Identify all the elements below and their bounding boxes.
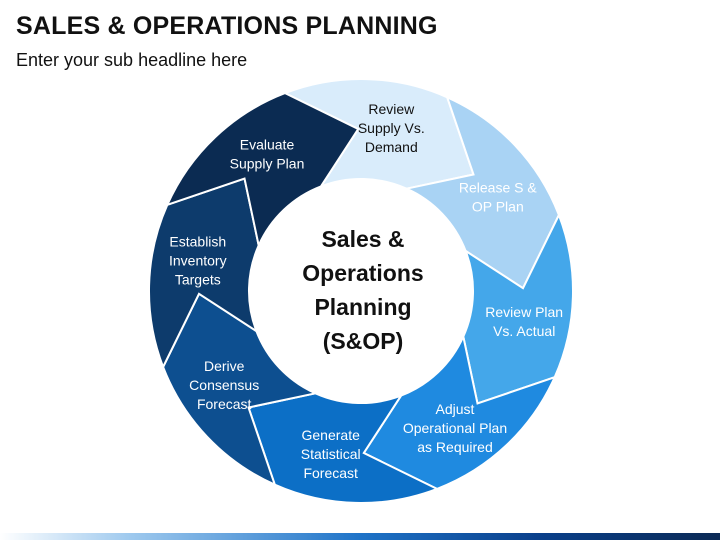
slide-title: SALES & OPERATIONS PLANNING — [16, 12, 438, 40]
cycle-step-8 — [165, 92, 360, 249]
bottom-accent-bar — [0, 533, 720, 540]
slide-subtitle: Enter your sub headline here — [16, 50, 248, 70]
cycle-segments — [148, 78, 574, 504]
cycle-step-2-label: Release S &OP Plan — [459, 180, 537, 215]
